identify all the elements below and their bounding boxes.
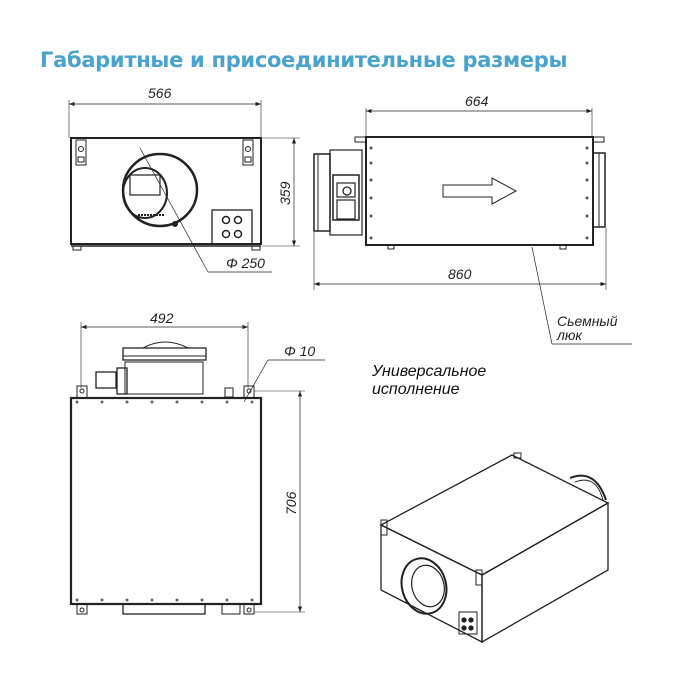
callout-line2: люк: [556, 327, 583, 343]
front-width-label: 566: [148, 85, 172, 101]
top-width-label: 492: [150, 310, 174, 326]
iso-caption-line1: Универсальное: [371, 363, 486, 380]
iso-caption-line2: исполнение: [372, 381, 460, 398]
callout-line1: Сьемный: [557, 313, 618, 329]
front-view: [68, 100, 300, 273]
isometric-view: [379, 452, 610, 644]
side-total-length-label: 860: [448, 266, 472, 282]
side-view: [313, 108, 632, 345]
top-hole-label: Φ 10: [284, 343, 315, 359]
front-diameter-label: Φ 250: [226, 255, 265, 271]
top-length-label: 706: [283, 491, 299, 515]
side-body-length-label: 664: [465, 93, 489, 109]
top-view: [69, 322, 325, 615]
front-height-label: 359: [277, 181, 293, 205]
page-title: Габаритные и присоединительные размеры: [40, 48, 568, 72]
